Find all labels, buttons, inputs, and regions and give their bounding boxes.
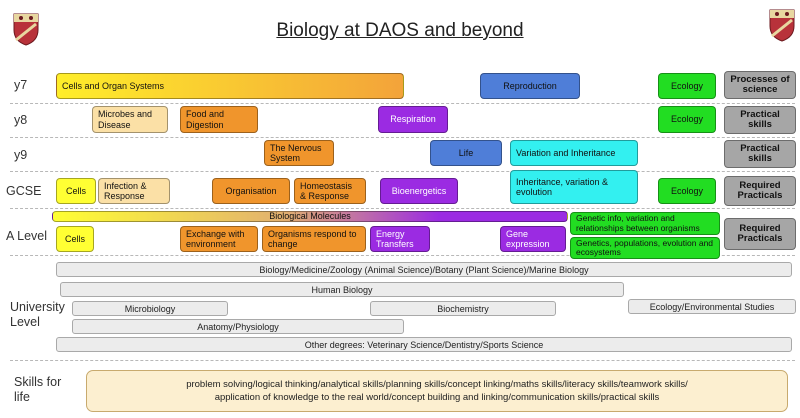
row-divider	[10, 103, 795, 104]
row-label-gcse: GCSE	[6, 184, 42, 198]
skills-line-1: problem solving/logical thinking/analyti…	[186, 379, 688, 390]
degree-other-degrees: Other degrees: Veterinary Science/Dentis…	[56, 337, 792, 352]
topic-organisms-respond-to-change: Organisms respond to change	[262, 226, 366, 252]
skills-for-life-box: problem solving/logical thinking/analyti…	[86, 370, 788, 412]
topic-variation-and-inheritance: Variation and Inheritance	[510, 140, 638, 166]
topic-food-and-digestion: Food and Digestion	[180, 106, 258, 133]
skill-practical-skills-y8: Practical skills	[724, 106, 796, 134]
skill-processes-of-science: Processes of science	[724, 71, 796, 99]
row-label-y8: y8	[14, 113, 28, 127]
topic-respiration: Respiration	[378, 106, 448, 133]
skill-practical-skills-y9: Practical skills	[724, 140, 796, 168]
topic-reproduction: Reproduction	[480, 73, 580, 99]
topic-ecology-gcse: Ecology	[658, 178, 716, 204]
topic-cells-and-organ-systems: Cells and Organ Systems	[56, 73, 404, 99]
row-divider	[10, 360, 795, 361]
topic-ecology-y8: Ecology	[658, 106, 716, 133]
row-label-university: University Level	[10, 300, 65, 329]
skill-required-practicals-gcse: Required Practicals	[724, 176, 796, 206]
skill-required-practicals-alevel: Required Practicals	[724, 218, 796, 250]
degree-biology-medicine-zoology: Biology/Medicine/Zoology (Animal Science…	[56, 262, 792, 277]
degree-anatomy-physiology: Anatomy/Physiology	[72, 319, 404, 334]
topic-inheritance-variation-evolution: Inheritance, variation & evolution	[510, 170, 638, 204]
row-label-skills: Skills for life	[14, 375, 62, 404]
degree-ecology-environmental-studies: Ecology/Environmental Studies	[628, 299, 796, 314]
row-divider	[10, 255, 795, 256]
topic-infection-and-response: Infection & Response	[98, 178, 170, 204]
row-divider	[10, 137, 795, 138]
degree-microbiology: Microbiology	[72, 301, 228, 316]
topic-microbes-and-disease: Microbes and Disease	[92, 106, 168, 133]
row-label-y7: y7	[14, 78, 28, 92]
topic-homeostasis-and-response: Homeostasis & Response	[294, 178, 366, 204]
topic-biological-molecules: Biological Molecules	[52, 211, 568, 222]
topic-the-nervous-system: The Nervous System	[264, 140, 334, 166]
degree-human-biology: Human Biology	[60, 282, 624, 297]
page-title: Biology at DAOS and beyond	[276, 20, 524, 41]
topic-organisation: Organisation	[212, 178, 290, 204]
topic-ecology-y7: Ecology	[658, 73, 716, 99]
topic-bioenergetics: Bioenergetics	[380, 178, 458, 204]
school-crest-icon	[13, 13, 39, 46]
topic-life: Life	[430, 140, 502, 166]
topic-cells-gcse: Cells	[56, 178, 96, 204]
topic-energy-transfers: Energy Transfers	[370, 226, 430, 252]
school-crest-icon	[769, 9, 795, 42]
topic-exchange-with-environment: Exchange with environment	[180, 226, 258, 252]
topic-cells-alevel: Cells	[56, 226, 94, 252]
topic-genetic-info-variation: Genetic info, variation and relationship…	[570, 212, 720, 235]
row-divider	[10, 208, 795, 209]
topic-gene-expression: Gene expression	[500, 226, 566, 252]
row-divider	[10, 171, 795, 172]
skills-line-2: application of knowledge to the real wor…	[214, 392, 660, 403]
degree-biochemistry: Biochemistry	[370, 301, 556, 316]
topic-genetics-populations-evolution: Genetics, populations, evolution and eco…	[570, 237, 720, 259]
row-label-y9: y9	[14, 148, 28, 162]
row-label-alevel: A Level	[6, 229, 48, 243]
